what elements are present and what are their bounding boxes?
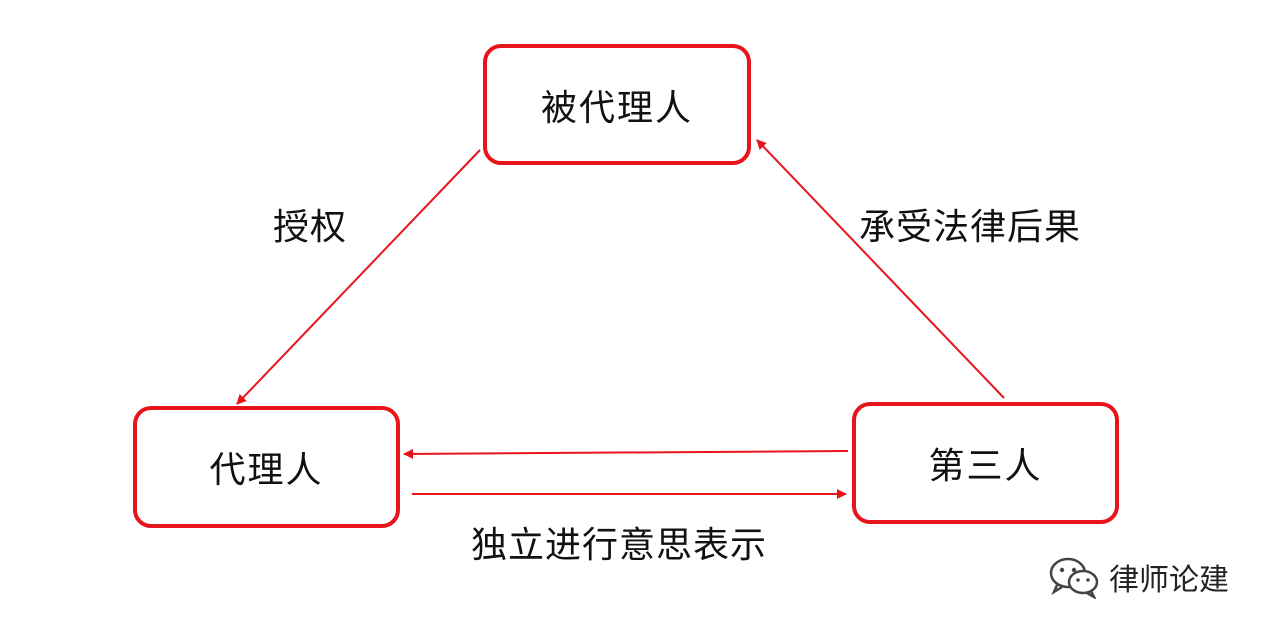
node-agent: 代理人 bbox=[133, 406, 400, 528]
node-third-party: 第三人 bbox=[852, 402, 1119, 524]
edge-label-declaration: 独立进行意思表示 bbox=[471, 525, 768, 566]
node-agent-label: 代理人 bbox=[209, 450, 324, 491]
wechat-icon bbox=[1047, 555, 1101, 599]
node-third-party-label: 第三人 bbox=[928, 446, 1043, 487]
edge-label-authorize: 授权 bbox=[273, 207, 348, 248]
arrow-legal-consequence bbox=[756, 139, 1005, 399]
edge-label-legal-consequence: 承受法律后果 bbox=[859, 207, 1082, 248]
node-principal: 被代理人 bbox=[483, 44, 751, 165]
node-principal-label: 被代理人 bbox=[540, 87, 693, 129]
watermark-text: 律师论建 bbox=[1109, 563, 1229, 598]
watermark: 律师论建 bbox=[1047, 555, 1229, 599]
arrow-third-to-agent bbox=[403, 448, 849, 459]
arrow-authorize bbox=[236, 149, 481, 405]
